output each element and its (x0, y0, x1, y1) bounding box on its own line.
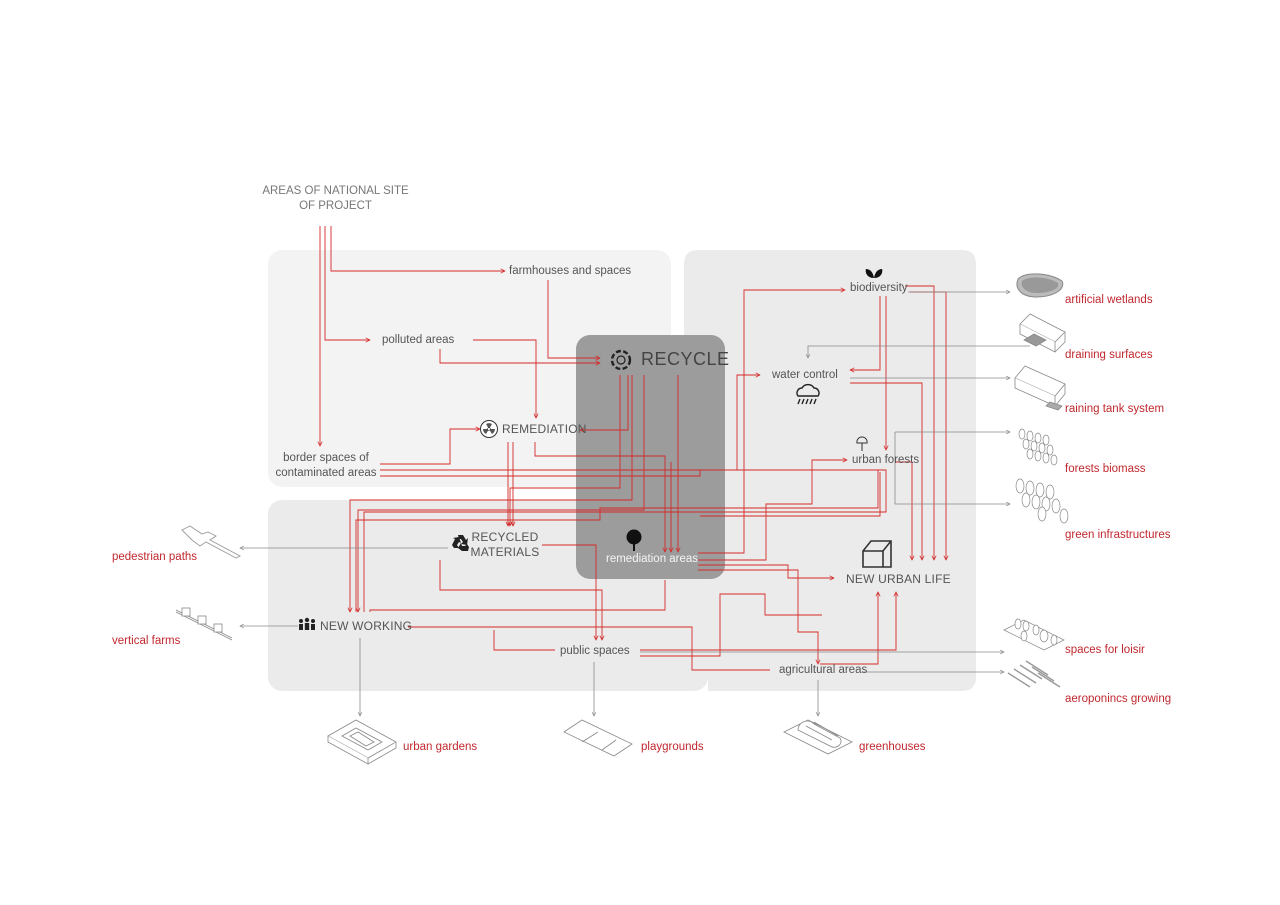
node-polluted: polluted areas (382, 334, 455, 346)
output-spaces-loisir: spaces for loisir (1065, 644, 1145, 656)
artificial-wetlands-illustration (1016, 273, 1064, 298)
node-new-working: NEW WORKING (320, 619, 413, 633)
panel-urban-life (684, 250, 976, 691)
vertical-farms-illustration (175, 607, 233, 641)
raining-tank-illustration (1014, 365, 1066, 411)
people-icon (299, 617, 315, 630)
small-tree-icon (856, 436, 868, 451)
node-water-control: water control (772, 369, 838, 381)
aeroponics-illustration (1007, 660, 1061, 688)
node-recycled-materials: RECYCLED MATERIALS (470, 530, 540, 559)
node-new-urban-life: NEW URBAN LIFE (846, 572, 951, 586)
node-urban-forests: urban forests (852, 454, 920, 466)
recycle-arrows-icon (452, 535, 469, 551)
node-recycle: RECYCLE (641, 349, 730, 369)
output-raining-tank: raining tank system (1065, 403, 1165, 415)
node-source: AREAS OF NATIONAL SITE OF PROJECT (262, 185, 409, 212)
rain-cloud-icon (796, 383, 820, 405)
recycle-ring-icon (610, 349, 632, 371)
output-greenhouses: greenhouses (859, 741, 926, 753)
forests-biomass-illustration (1018, 428, 1058, 466)
output-vertical-farms: vertical farms (112, 635, 181, 647)
output-urban-gardens: urban gardens (403, 741, 478, 753)
green-infrastructures-illustration (1015, 478, 1069, 524)
output-playgrounds: playgrounds (641, 741, 704, 753)
gray-connectors (240, 292, 1030, 716)
playgrounds-illustration (563, 719, 633, 757)
panel-remediation (268, 250, 671, 487)
output-forests-biomass: forests biomass (1065, 463, 1146, 475)
spaces-loisir-illustration (1003, 618, 1065, 651)
output-draining-surfaces: draining surfaces (1065, 349, 1153, 361)
node-public-spaces: public spaces (560, 645, 630, 657)
radiation-icon (480, 420, 498, 438)
panel-recycle (576, 335, 725, 579)
output-artificial-wetlands: artificial wetlands (1065, 294, 1153, 306)
node-remediation: REMEDIATION (502, 422, 587, 436)
node-agricultural: agricultural areas (779, 664, 868, 676)
urban-gardens-illustration (327, 719, 397, 765)
tree-icon (626, 529, 642, 551)
greenhouses-illustration (783, 719, 853, 755)
red-connectors (320, 226, 946, 671)
node-biodiversity: biodiversity (850, 282, 908, 294)
node-border: border spaces of contaminated areas (275, 452, 377, 479)
output-pedestrian-paths: pedestrian paths (112, 551, 198, 563)
output-green-infrastructures: green infrastructures (1065, 529, 1171, 541)
node-remediation-areas: remediation areas (606, 553, 699, 565)
house-icon (862, 540, 892, 568)
node-farmhouses: farmhouses and spaces (509, 265, 632, 277)
output-aeroponics: aeroponincs growing (1065, 693, 1172, 705)
draining-surfaces-illustration (1019, 313, 1066, 353)
leaf-icon (865, 269, 883, 278)
pedestrian-paths-illustration (181, 525, 241, 559)
